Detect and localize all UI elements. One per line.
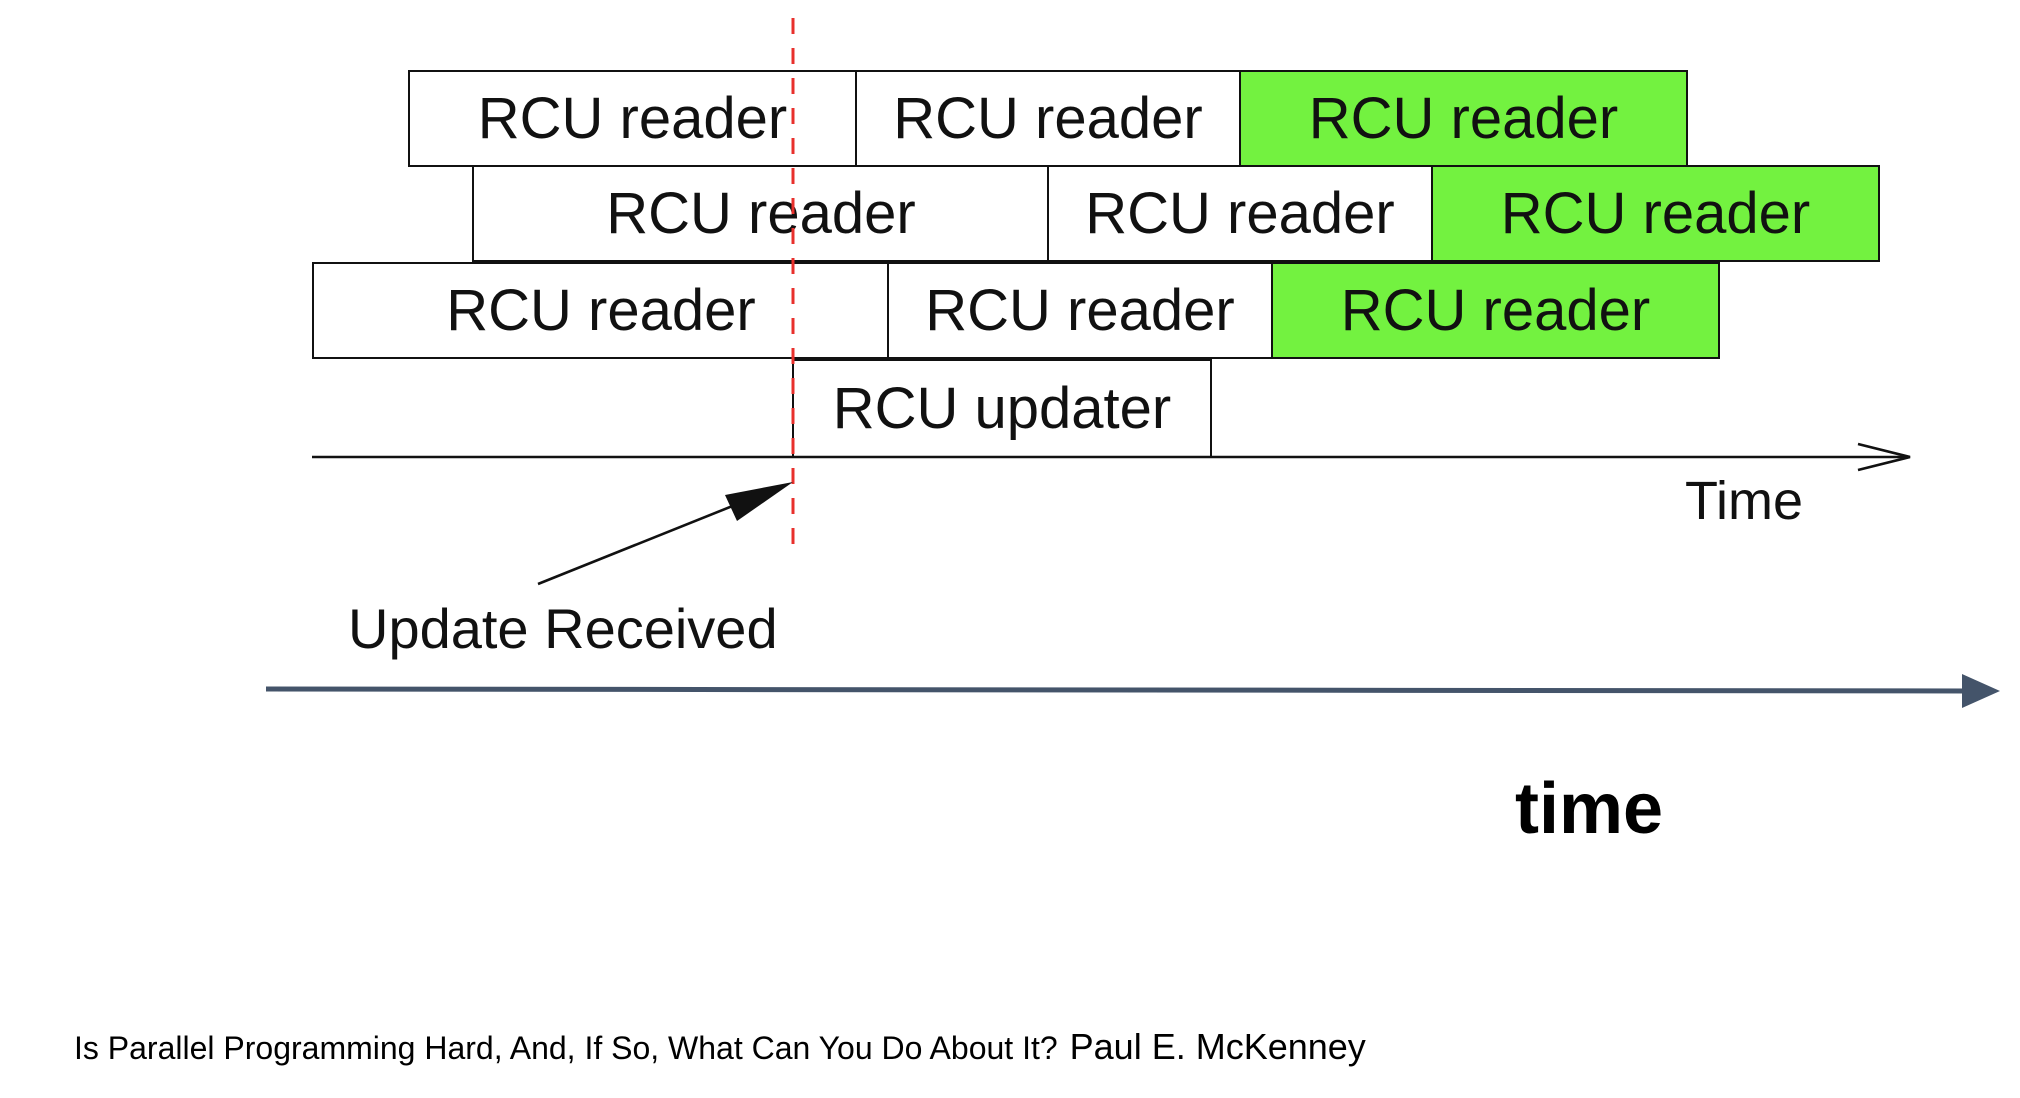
rcu-reader-block: RCU reader bbox=[887, 262, 1273, 359]
rcu-reader-block-highlighted: RCU reader bbox=[1431, 165, 1880, 262]
rcu-reader-block: RCU reader bbox=[408, 70, 857, 167]
update-pointer-arrowhead bbox=[725, 482, 793, 521]
rcu-reader-block: RCU reader bbox=[312, 262, 890, 359]
citation: Is Parallel Programming Hard, And, If So… bbox=[74, 1026, 1366, 1068]
time-axis-label: Time bbox=[1685, 471, 1803, 531]
rcu-reader-block-highlighted: RCU reader bbox=[1239, 70, 1688, 167]
rcu-reader-block-highlighted: RCU reader bbox=[1271, 262, 1720, 359]
outer-time-axis-arrowhead bbox=[1962, 674, 2000, 708]
outer-time-axis-line bbox=[265, 686, 1969, 694]
rcu-updater-block: RCU updater bbox=[792, 359, 1212, 458]
citation-title: Is Parallel Programming Hard, And, If So… bbox=[74, 1030, 1058, 1066]
update-received-label: Update Received bbox=[348, 597, 778, 660]
time-axis-arrowhead bbox=[1857, 442, 1911, 472]
rcu-reader-block: RCU reader bbox=[472, 165, 1050, 262]
citation-author: Paul E. McKenney bbox=[1069, 1026, 1366, 1067]
update-pointer-line bbox=[537, 499, 746, 586]
outer-time-label: time bbox=[1515, 769, 1664, 849]
rcu-reader-block: RCU reader bbox=[855, 70, 1241, 167]
rcu-reader-block: RCU reader bbox=[1047, 165, 1433, 262]
